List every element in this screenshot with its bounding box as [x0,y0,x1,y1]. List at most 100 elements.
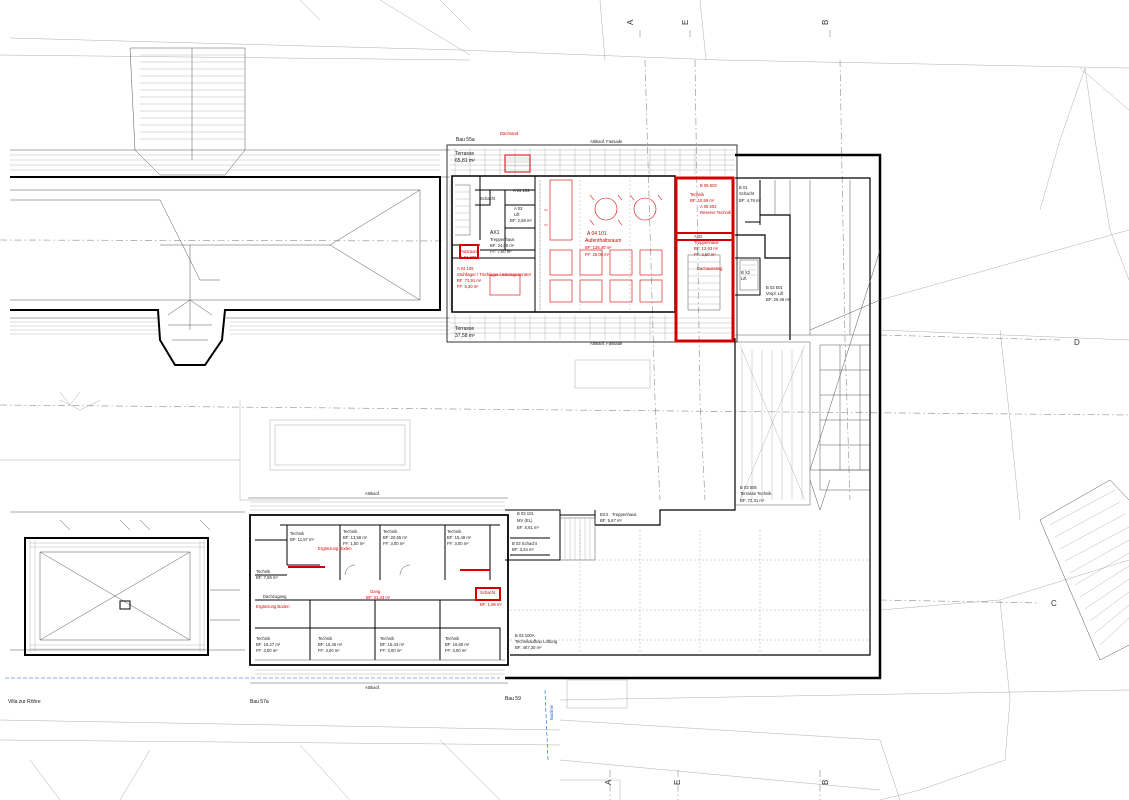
room-tech1: Technik [290,531,305,536]
room-tech4: Technik [447,529,462,534]
room-b03501: B 03 501 [766,285,783,290]
room-b03501-bf: BF: 29,46 m² [766,297,791,302]
axis-e-top: E [681,20,690,25]
room-tech2-bf: BF: 13,56 m² [343,535,368,540]
label-baulinie: Baulinie [549,704,554,720]
villa-roof [10,511,245,656]
room-tech9-ff: FF: 3,00 m² [445,648,467,653]
facade-lower-top: Attikaof. [365,491,380,496]
room-b-technik: Technik [690,192,705,197]
axis-labels: A E B D C A E B [604,19,1080,785]
room-bx3-title: Treppenhaus [612,512,637,517]
room-a02-ff: FF: 2,50 m² [694,252,716,257]
pitched-roof-right [1039,479,1129,661]
room-bx3: BX3 [600,512,609,517]
building-b-wing [505,153,882,680]
room-b03-schacht-bf: BF: 3,34 m² [512,547,534,552]
axis-b-top: B [821,20,830,25]
room-tech3: Technik [383,529,398,534]
room-a04102: A 04 102 [513,188,530,193]
axis-b-bottom: B [821,780,830,785]
room-b03501-title: Vorpl. Lift [766,291,784,296]
room-lift-id: A 03 [514,206,523,211]
historic-roof-top [10,47,450,366]
room-b-reserve: Reserve Technik [700,210,732,215]
building-57a [248,497,509,684]
label-dachausstieg: Dachausstieg [697,266,723,271]
label-dachrand: Dachrand [500,131,519,136]
room-tech9: Technik [445,636,460,641]
facade-lower-bottom: Attikaof. [365,685,380,690]
room-tech7-bf: BF: 16,45 m² [318,642,343,647]
room-gang-bf: BF: 31,43 m² [366,595,391,600]
room-gang: Gang [370,589,381,594]
room-ax1-ff: FF: 7,00 m² [490,249,512,254]
room-tech6-ff: FF: 3,00 m² [256,648,278,653]
room-b03505-bf: BF: 72,31 m² [740,498,765,503]
room-b03100a-title: Technikaufbau Lüftung [515,639,558,644]
room-b-reserve-id: A 05 502 [700,204,717,209]
room-b03101-bf: BF: 5,61 m² [517,525,539,530]
room-tech4-ff: FF: 3,00 m² [447,541,469,546]
room-bx2: B X2 [741,270,751,275]
room-b03100a: B 03 100A [515,633,535,638]
room-ax1-bf: BF: 24,00 m² [490,243,515,248]
room-tech2: Technik [343,529,358,534]
room-b03-schacht: B 03 Schacht [512,541,538,546]
room-tech9-bf: BF: 16,65 m² [445,642,470,647]
room-tech8: Technik [380,636,395,641]
axis-c: C [1051,599,1057,608]
label-villa: Villa zur Röhre [8,699,41,705]
label-dachzugang: Dachzugang [263,594,287,599]
room-ax1-title: Treppenhaus [490,237,515,242]
room-a04101-title: Aufenthaltsraum [585,238,621,244]
room-tech6-bf: BF: 16,27 m² [256,642,281,647]
room-b03505: B 03 505 [740,485,757,490]
axis-d: D [1074,338,1080,347]
room-schacht-red-bf: BF: 1,96 m² [480,602,502,607]
terrace-1-name: Terrasse [455,151,474,157]
room-b01-bf: BF: 4,79 m² [739,198,761,203]
terrace-1-area: 65,81 m² [455,158,475,164]
room-b03505-title: Terrasse Technik [740,491,772,496]
axis-a-top: A [626,19,635,25]
room-a02-title: Treppenhaus [694,240,719,245]
room-tech8-bf: BF: 15,43 m² [380,642,405,647]
room-a02: A 02 [694,234,703,239]
room-tech7: Technik [318,636,333,641]
room-putzraum-id: A 04 406 [460,255,477,260]
room-b01-title: Schacht [739,191,755,196]
room-tech4-bf: BF: 15,49 m² [447,535,472,540]
room-tech5-bf: BF: 7,86 m² [256,575,278,580]
room-tech1-bf: BF: 11,57 m² [290,537,314,542]
room-a04101-bf: BF: 135,40 m² [585,245,612,250]
room-putzraum: Putzraum [460,249,478,254]
axis-e-bottom: E [673,780,682,785]
labels: Bau 55a Attikaof. Fassade Attikaof. Fass… [8,131,791,720]
room-a04101-id: A 04 101 [587,231,607,237]
room-a04105-ff: FF: 5,30 m² [457,284,479,289]
room-a04105-title: Stuhllager / Tischlager / Stromgenerator [457,272,532,277]
room-schacht-red: Schacht [480,590,496,595]
room-tech3-bf: BF: 20,65 m² [383,535,408,540]
room-b03101: B 03 101 [517,511,534,516]
room-a04105-id: A 04 105 [457,266,474,271]
room-b-technik-id: B 05 503 [700,183,717,188]
label-bau59: Bau 59 [505,696,521,702]
room-tech6: Technik [256,636,271,641]
baulinie-vertical [544,689,549,761]
axis-grid [0,30,1129,800]
room-bx2-title: Lift [741,276,747,281]
building-55a [446,144,738,343]
room-b01: B 01 [739,185,748,190]
room-tech3-ff: FF: 3,00 m² [383,541,405,546]
room-b03100a-bf: BF: 467,30 m² [515,645,542,650]
terrace-2-name: Terrasse [455,326,474,332]
room-a02-bf: BF: 12,63 m² [694,246,719,251]
label-bau57a: Bau 57a [250,699,269,705]
room-ax1: AX1 [490,230,500,236]
room-a04105-bf: BF: 73,91 m² [457,278,482,283]
room-lift-title: Lift [514,212,520,217]
room-lift-bf: BF: 2,58 m² [510,218,532,223]
